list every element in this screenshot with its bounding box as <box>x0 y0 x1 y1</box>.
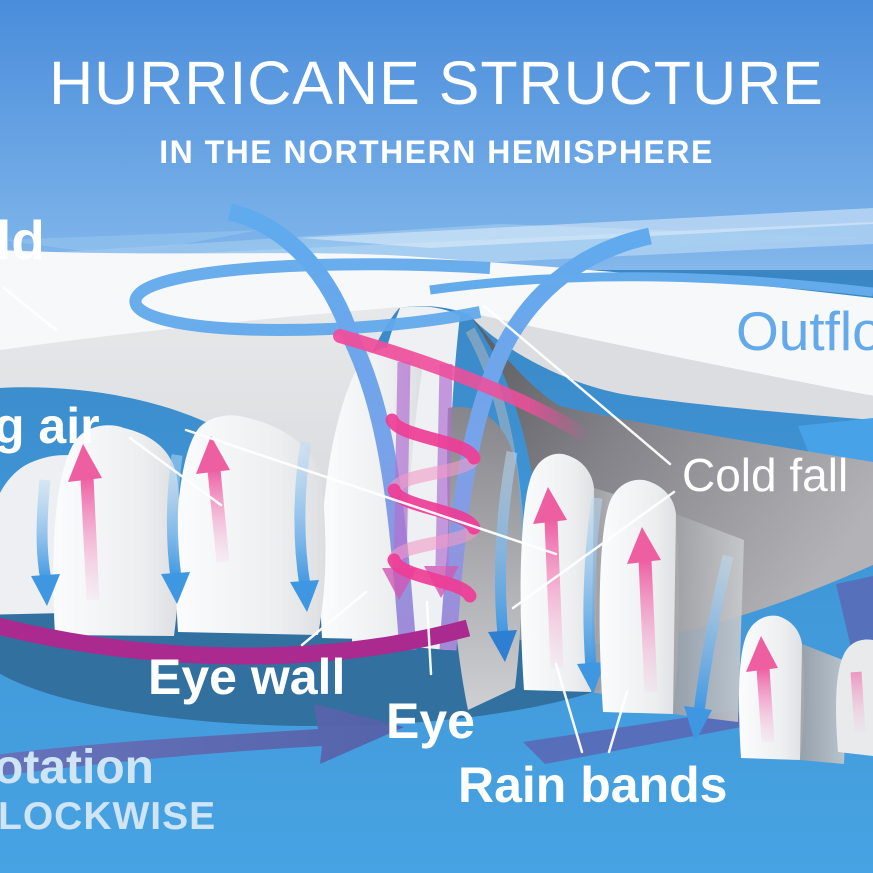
shield-underside-left <box>0 307 400 634</box>
downdraft-arrow-icon <box>290 441 319 612</box>
leader-line-rising-air-2 <box>184 428 558 556</box>
downdraft-arrow-icon <box>31 479 60 606</box>
page-title: HURRICANE STRUCTURE <box>49 49 824 117</box>
updraft-arrow-icon <box>746 636 778 743</box>
outflow-ribbon-icon <box>429 272 873 297</box>
leader-line-cold <box>2 286 58 332</box>
updraft-stripe-icon <box>850 671 866 733</box>
updraft-arrow-icon <box>627 527 661 693</box>
leader-line-cold-falling-2 <box>511 490 676 610</box>
horizon-gap <box>798 418 873 464</box>
label-counterclockwise: LOCKWISE <box>0 795 217 838</box>
leader-lines <box>2 286 676 754</box>
leader-line-eye-wall <box>300 590 368 647</box>
cirrus-streak <box>0 230 260 256</box>
rain-spiral-ribbon-icon <box>333 329 592 603</box>
shield-slope-right <box>466 312 873 420</box>
inflow-band-icon <box>836 576 873 652</box>
label-eye-wall: Eye wall <box>148 649 346 705</box>
page-subtitle: IN THE NORTHERN HEMISPHERE <box>159 134 714 170</box>
rotation-arrows <box>0 617 471 776</box>
updraft-arrow-icon <box>196 436 230 563</box>
leader-line-rising-air-1 <box>128 436 223 507</box>
downdraft-arrow-icon <box>488 451 518 662</box>
rotation-arrow-violet-icon <box>0 704 404 776</box>
rotation-ribbon-magenta-icon <box>0 617 471 665</box>
updraft-arrow-icon <box>533 487 567 669</box>
leader-line-rain-bands-1 <box>554 662 584 754</box>
downdraft-arrow-icon <box>577 497 605 694</box>
label-rising-air: g air <box>0 398 100 454</box>
eye-ribbons <box>129 203 873 662</box>
rain-band-cloud <box>53 425 181 636</box>
label-rotation: otation <box>0 741 154 794</box>
cirrus-shield <box>0 250 873 646</box>
label-cold: ld <box>0 209 45 271</box>
tower-flank <box>800 644 848 764</box>
tower-flank <box>673 514 744 722</box>
cirrus-streak <box>300 208 873 248</box>
leader-line-cold-falling-1 <box>482 304 672 466</box>
label-outflow: Outflo <box>736 300 873 362</box>
label-rain-bands: Rain bands <box>458 757 728 813</box>
label-eye: Eye <box>386 693 475 749</box>
label-cold-falling-air: Cold fall <box>682 449 849 501</box>
leader-line-rain-bands-2 <box>607 690 629 754</box>
rain-band-tower <box>599 479 679 714</box>
shield-top-white <box>0 250 873 396</box>
right-rain-bands <box>520 453 873 764</box>
leader-line-eye <box>425 600 433 676</box>
updraft-ribbon-right-icon <box>439 227 652 651</box>
downdraft-arrow-icon <box>684 554 734 742</box>
diagram-header: HURRICANE STRUCTURE IN THE NORTHERN HEMI… <box>0 48 873 171</box>
updraft-arrow-icon <box>68 444 102 601</box>
outflow-swirl-ribbon-icon <box>129 258 491 337</box>
